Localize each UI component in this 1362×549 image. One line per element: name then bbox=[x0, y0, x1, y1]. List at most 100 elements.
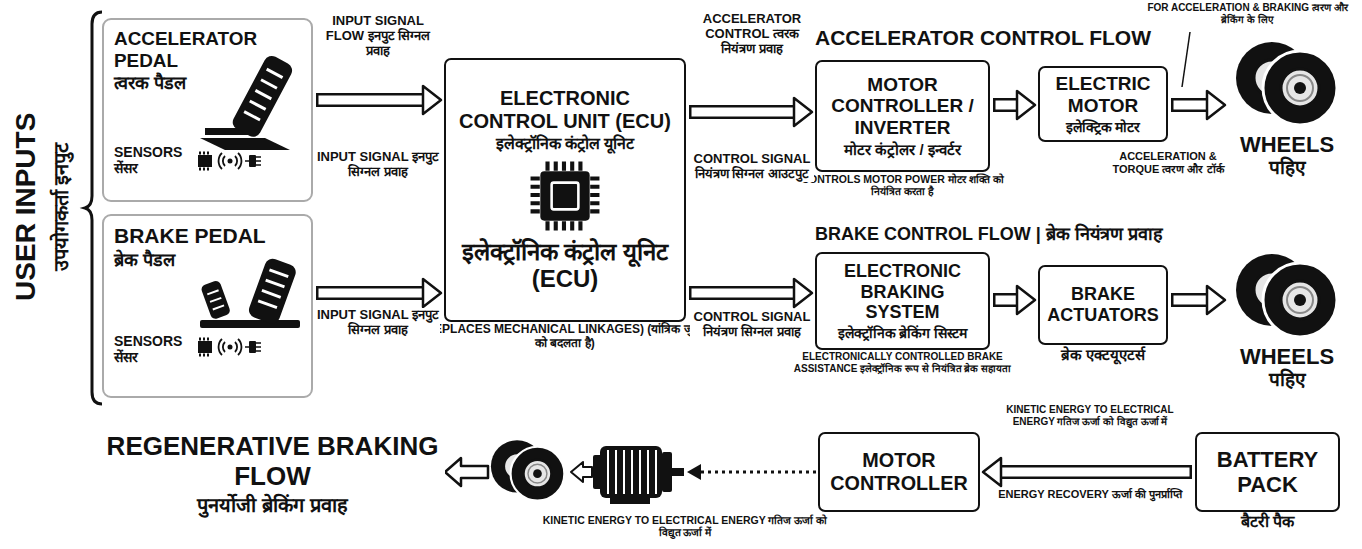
flow-arrow bbox=[1171, 91, 1225, 119]
sensor-icons bbox=[198, 339, 261, 355]
flow-arrow bbox=[689, 279, 812, 307]
ecu-box: ELECTRONIC CONTROL UNIT (ECU) इलेक्ट्रॉनि… bbox=[444, 58, 686, 322]
node-text: इलेक्ट्रॉनिक कंट्रोल यूनिट bbox=[452, 135, 678, 153]
node-text: WHEELS bbox=[1240, 132, 1334, 157]
note-label: REGENERATIVE BRAKING FLOW bbox=[100, 432, 445, 492]
arrow-shaft bbox=[1174, 101, 1210, 110]
node-text: पहिए bbox=[1269, 369, 1306, 391]
arrow-shaft bbox=[692, 289, 797, 298]
note-label: ACCELERATOR CONTROL FLOW bbox=[815, 26, 1151, 50]
node-text: ACCELERATOR PEDAL bbox=[114, 28, 264, 71]
flow-arrow bbox=[316, 86, 441, 114]
flow-label: INPUT SIGNAL इनपुट सिग्नल प्रवाह bbox=[316, 150, 440, 180]
node-caption: ELECTRONICALLY CONTROLLED BRAKE ASSISTAN… bbox=[789, 351, 1016, 374]
arrow-shaft bbox=[996, 101, 1020, 110]
flow-label: KINETIC ENERGY TO ELECTRICAL ENERGY गतिज… bbox=[985, 404, 1195, 427]
input-bracket bbox=[85, 12, 102, 404]
regen-arrow bbox=[571, 462, 592, 482]
process-box: BRAKE ACTUATORSब्रेक एक्टयूएटर्स bbox=[1038, 265, 1168, 345]
arrow-shaft-outline bbox=[689, 286, 796, 300]
sensor-icons bbox=[198, 153, 261, 169]
pedal-box: ACCELERATOR PEDALत्वरक पैडल SENSORSसेंसर bbox=[102, 18, 313, 202]
arrow-head bbox=[1017, 286, 1035, 314]
arrow-head bbox=[1207, 286, 1225, 314]
node-icon bbox=[529, 160, 601, 232]
regen-arrow-head bbox=[687, 464, 701, 480]
note-label: पुनर्योजी ब्रेकिंग प्रवाह bbox=[100, 494, 445, 517]
flow-arrow bbox=[993, 91, 1035, 119]
arrow-shaft bbox=[319, 289, 426, 298]
node-text: MOTOR CONTROLLER / INVERTER bbox=[823, 74, 982, 140]
note-label: ENERGY RECOVERY ऊर्जा की पुनर्प्राप्ति bbox=[990, 488, 1190, 501]
wheels-node: WHEELSपहिए bbox=[1228, 38, 1346, 198]
arrow-shaft bbox=[692, 108, 797, 117]
arrow-shaft-outline bbox=[999, 465, 1192, 479]
arrow-head bbox=[423, 86, 441, 114]
arrow-head bbox=[1017, 91, 1035, 119]
process-box: ELECTRONIC BRAKING SYSTEM इलेक्ट्रॉनिक ब्… bbox=[815, 252, 990, 350]
node-text: BATTERY PACK bbox=[1203, 447, 1332, 498]
node-text: ELECTRONIC CONTROL UNIT (ECU) bbox=[452, 87, 678, 133]
node-text: इलेक्ट्रॉनिक ब्रेकिंग सिस्टम bbox=[823, 325, 982, 341]
node-text: सेंसर bbox=[114, 349, 198, 365]
brake-pedal-icon bbox=[200, 256, 300, 328]
flow-label: FOR ACCELERATION & BRAKING त्वरण और ब्रे… bbox=[1145, 2, 1350, 25]
callout-leader bbox=[1182, 32, 1190, 87]
node-text: MOTOR CONTROLLER bbox=[826, 449, 972, 495]
side-heading: उपयोगकर्ता इनपुट bbox=[50, 17, 74, 397]
pedal-box: BRAKE PEDALब्रेक पैडल SENSORSसेंसर bbox=[102, 214, 313, 398]
node-text: सेंसर bbox=[114, 160, 198, 176]
arrow-shaft bbox=[996, 296, 1020, 305]
arrow-head bbox=[794, 279, 812, 307]
arrow-shaft-outline bbox=[316, 93, 425, 107]
node-text: SENSORS bbox=[114, 144, 198, 160]
node-text: SENSORS bbox=[114, 333, 198, 349]
process-box: MOTOR CONTROLLER bbox=[818, 432, 980, 512]
arrow-shaft-outline bbox=[316, 286, 425, 300]
note-label: KINETIC ENERGY TO ELECTRICAL ENERGY गतिज… bbox=[540, 514, 830, 538]
note-label: CONTROL SIGNAL नियंत्रण सिग्नल आउटपुट bbox=[690, 152, 814, 182]
node-icon bbox=[1232, 250, 1342, 340]
flow-label: ACCELERATOR CONTROL त्वरक नियंत्रण प्रवा… bbox=[690, 12, 814, 57]
note-label: INPUT SIGNAL इनपुट सिग्नल प्रवाह bbox=[316, 308, 440, 338]
arrow-shaft-outline bbox=[993, 293, 1019, 307]
flow-arrow bbox=[993, 286, 1035, 314]
node-text: ब्रेक पैडल bbox=[114, 250, 214, 271]
node-text: पहिए bbox=[1269, 157, 1306, 179]
node-icon bbox=[1232, 38, 1342, 128]
node-text: BRAKE ACTUATORS bbox=[1046, 284, 1160, 325]
motor-icon bbox=[593, 446, 684, 504]
flow-arrow bbox=[316, 279, 441, 307]
arrow-head bbox=[794, 98, 812, 126]
flow-label: CONTROL SIGNAL नियंत्रण सिग्नल प्रवाह bbox=[690, 310, 814, 340]
flow-label: INPUT SIGNAL FLOW इनपुट सिग्नल प्रवाह bbox=[316, 14, 440, 59]
arrow-shaft bbox=[1174, 296, 1210, 305]
node-caption: ब्रेक एक्टयूएटर्स bbox=[1012, 346, 1194, 363]
node-text: इलेक्ट्रॉनिक कंट्रोल यूनिट (ECU) bbox=[452, 238, 678, 293]
node-text: मोटर कंट्रोलर / इन्वर्टर bbox=[823, 141, 982, 158]
flow-arrow bbox=[689, 98, 812, 126]
arrow-shaft-outline bbox=[689, 105, 796, 119]
side-heading: USER INPUTS bbox=[11, 17, 45, 397]
regen-arrow bbox=[445, 458, 488, 486]
arrow-shaft-outline bbox=[1171, 293, 1209, 307]
node-text: WHEELS bbox=[1240, 344, 1334, 369]
arrow-head bbox=[423, 279, 441, 307]
note-label: BRAKE CONTROL FLOW | ब्रेक नियंत्रण प्रव… bbox=[815, 224, 1163, 245]
accelerator-pedal-icon bbox=[200, 53, 295, 150]
regen-dotted-arrow bbox=[700, 471, 816, 474]
node-text: इलेक्ट्रिक मोटर bbox=[1046, 119, 1160, 135]
node-caption: बैटरी पैक bbox=[1169, 513, 1362, 531]
node-text: ELECTRIC MOTOR bbox=[1046, 73, 1160, 117]
process-box: MOTOR CONTROLLER / INVERTERमोटर कंट्रोलर… bbox=[815, 60, 990, 172]
node-text: ELECTRONIC BRAKING SYSTEM bbox=[823, 261, 982, 323]
flow-arrow bbox=[983, 458, 1192, 486]
node-text: त्वरक पैडल bbox=[114, 73, 264, 94]
wheels-icon bbox=[491, 440, 564, 500]
wheels-node: WHEELSपहिए bbox=[1228, 250, 1346, 405]
flow-arrow bbox=[1171, 286, 1225, 314]
arrow-head bbox=[983, 458, 1001, 486]
node-text: BRAKE PEDAL bbox=[114, 224, 301, 248]
arrow-shaft-outline bbox=[1171, 98, 1209, 112]
